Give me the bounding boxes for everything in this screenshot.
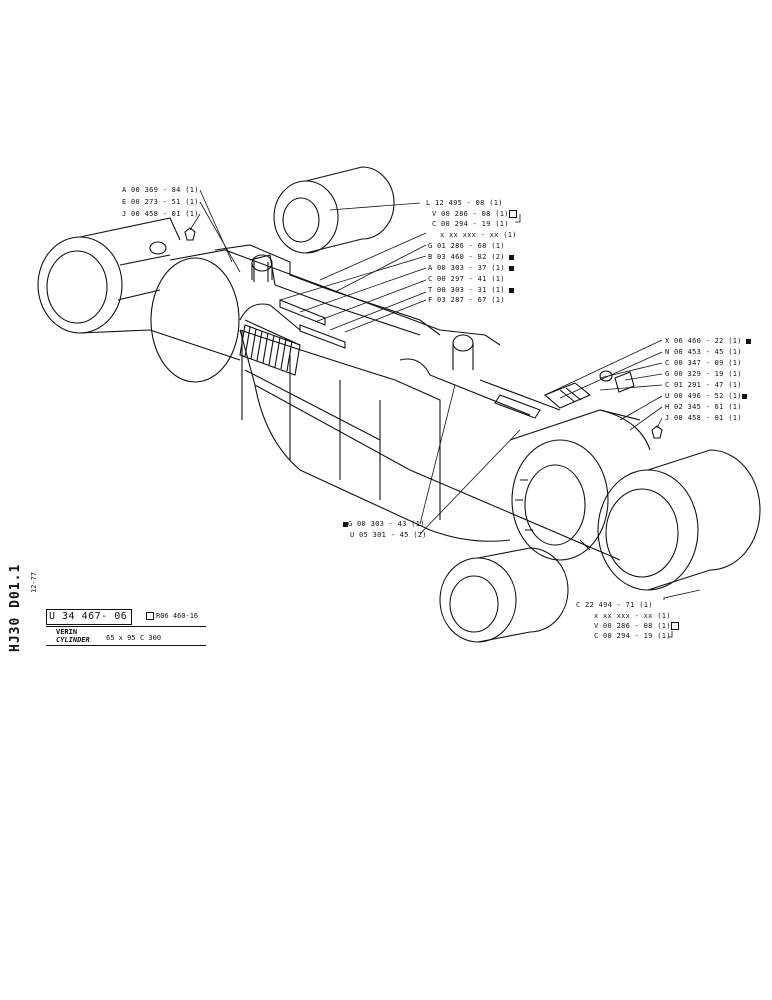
filled-square-icon [746, 338, 752, 344]
threaded-rod [239, 324, 301, 376]
callout-bottom-1: C 22 494 - 71 (1) [576, 601, 653, 609]
callout-top-2: V 00 286 - 08 (1) [432, 210, 517, 218]
callout-right-8: J 00 458 - 01 (1) [665, 414, 742, 422]
front-clevis-eye [597, 449, 761, 591]
filled-square-icon [343, 521, 348, 527]
filled-square-icon [741, 393, 747, 399]
callout-left-3: J 00 458 - 01 (1) [122, 210, 199, 218]
callout-bottom-4: C 00 294 - 19 (1) [594, 632, 671, 640]
callout-center-2: U 05 301 - 45 (2) [350, 531, 427, 539]
bushing-top [273, 166, 395, 254]
bushing-bottom [439, 547, 569, 643]
callout-right-5: C 01 291 - 47 (1) [665, 381, 742, 389]
callout-top-6: B 03 460 - 82 (2) [428, 253, 515, 261]
callout-bottom-2: x xx xxx - xx (1) [594, 612, 671, 620]
title-fr: VERIN [56, 628, 78, 636]
cylinder-class: C 300 [140, 634, 162, 642]
callout-right-3: C 00 347 - 09 (1) [665, 359, 742, 367]
title-block: U 34 467- 06 R06 460-16 VERIN CYLINDER 6… [46, 609, 206, 649]
cylinder-barrel [149, 249, 621, 561]
rear-clevis-eye [37, 217, 181, 334]
cutaway-section [214, 244, 441, 349]
checkbox-square-icon [146, 612, 154, 620]
boxed-square-icon [670, 622, 679, 630]
callout-right-6: U 00 496 - 52 (1) [665, 392, 747, 400]
set-screw [599, 370, 635, 393]
sheet-code: HJ30 D01.1 [8, 563, 23, 652]
gland-head [509, 409, 651, 561]
callout-top-10: F 03 287 - 67 (1) [428, 296, 505, 304]
title-divider-bottom [46, 645, 206, 646]
callout-right-1: X 06 460 - 22 (1) [665, 337, 752, 345]
inner-piston [394, 358, 592, 430]
callout-left-1: A 00 369 - 84 (1) [122, 186, 199, 194]
grease-nipple-right [651, 425, 663, 439]
callout-bottom-3: V 00 286 - 08 (1) [594, 622, 679, 630]
title-divider-top [46, 626, 206, 627]
filled-square-icon [509, 254, 515, 260]
filled-square-icon [509, 287, 515, 293]
part-number: U 34 467- 06 [46, 609, 132, 625]
reference-number: R06 460-16 [146, 612, 198, 620]
callout-top-5: G 01 286 - 68 (1) [428, 242, 505, 250]
callout-right-7: H 02 345 - 61 (1) [665, 403, 742, 411]
grease-nipple-left [184, 227, 196, 241]
title-en: CYLINDER [56, 636, 90, 644]
callout-top-7: A 00 303 - 37 (1) [428, 264, 515, 272]
top-port [251, 254, 273, 280]
filled-square-icon [509, 265, 515, 271]
middle-port [439, 329, 501, 370]
sheet-date: 12-77 [30, 571, 38, 593]
callout-right-4: G 00 329 - 19 (1) [665, 370, 742, 378]
callout-left-2: E 00 273 - 51 (1) [122, 198, 199, 206]
cylinder-size: 65 x 95 [106, 634, 136, 642]
callout-top-8: C 00 297 - 41 (1) [428, 275, 505, 283]
callout-top-1: L 12 495 - 08 (1) [426, 199, 503, 207]
callout-top-9: T 00 303 - 31 (1) [428, 286, 515, 294]
boxed-square-icon [508, 210, 517, 218]
callout-right-2: N 00 453 - 45 (1) [665, 348, 742, 356]
callout-top-4: x xx xxx - xx (1) [440, 231, 517, 239]
callout-center-1: G 00 303 - 43 (1) [343, 520, 425, 528]
callout-top-3: C 00 294 - 19 (1) [432, 220, 509, 228]
